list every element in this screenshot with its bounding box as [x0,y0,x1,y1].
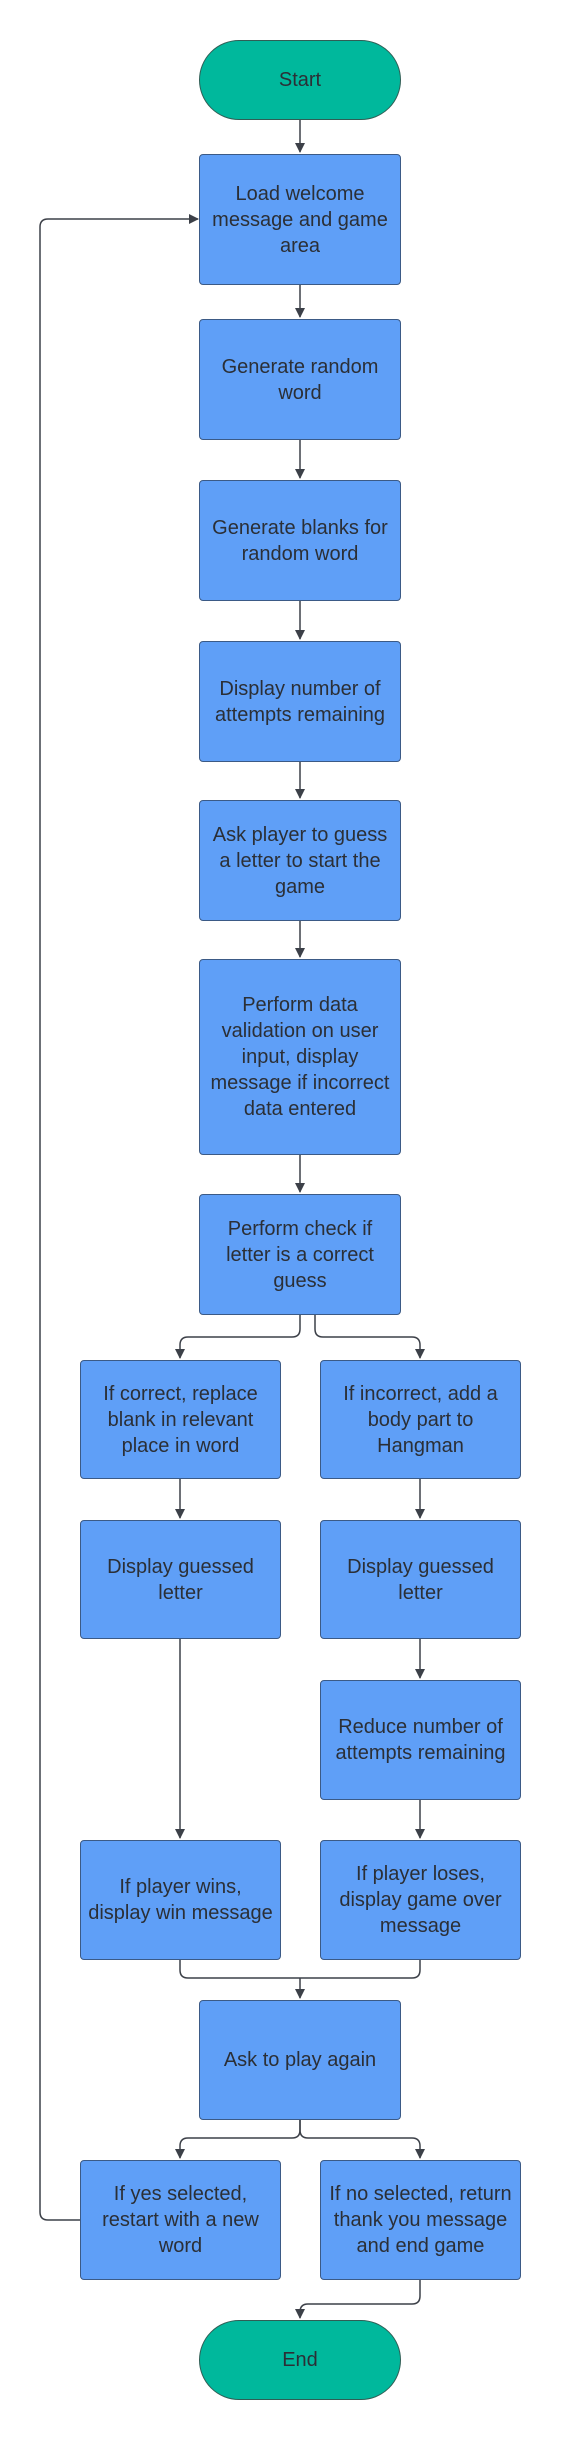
line-loses-merge [300,1960,421,1979]
display-attempts-label: Display number of attempts remaining [214,677,386,726]
if-incorrect-node: If incorrect, add a body part to Hangman [320,1360,521,1479]
play-again-label: Ask to play again [223,2049,377,2071]
if-incorrect-label: If incorrect, add a body part to Hangman [343,1382,498,1457]
validate-node: Perform data validation on user input, d… [199,959,401,1155]
display-guessed-right-node: Display guessed letter [320,1520,521,1639]
load-welcome-node: Load welcome message and game area [199,154,401,285]
display-guessed-left-label: Display guessed letter [107,1555,254,1604]
play-again-node: Ask to play again [199,2000,401,2120]
ask-guess-label: Ask player to guess a letter to start th… [212,823,388,898]
reduce-attempts-node: Reduce number of attempts remaining [320,1680,521,1800]
arrow-play-again-to-no [299,2120,425,2159]
player-loses-label: If player loses, display game over messa… [339,1863,502,1937]
arrow-yes-loop-to-load [39,214,199,2221]
arrow-check-to-incorrect [314,1315,425,1359]
check-label: Perform check if letter is a correct gue… [226,1217,374,1292]
end-node: End [199,2320,401,2400]
player-loses-node: If player loses, display game over messa… [320,1840,521,1960]
display-guessed-right-label: Display guessed letter [347,1555,494,1604]
arrow-play-again-to-yes [175,2120,301,2159]
generate-word-label: Generate random word [221,355,379,404]
yes-restart-label: If yes selected, restart with a new word [102,2183,259,2257]
load-welcome-label: Load welcome message and game area [212,182,388,257]
line-wins-merge [179,1960,300,1979]
validate-label: Perform data validation on user input, d… [210,994,390,1120]
no-end-node: If no selected, return thank you message… [320,2160,521,2280]
player-wins-node: If player wins, display win message [80,1840,281,1960]
start-label: Start [278,69,322,91]
ask-guess-node: Ask player to guess a letter to start th… [199,800,401,921]
end-label: End [282,2349,318,2371]
arrow-check-to-correct [175,1315,301,1359]
player-wins-label: If player wins, display win message [88,1876,273,1924]
reduce-attempts-label: Reduce number of attempts remaining [335,1716,506,1764]
if-correct-node: If correct, replace blank in relevant pl… [80,1360,281,1479]
generate-word-node: Generate random word [199,319,401,440]
yes-restart-node: If yes selected, restart with a new word [80,2160,281,2280]
no-end-label: If no selected, return thank you message… [329,2183,512,2257]
generate-blanks-node: Generate blanks for random word [199,480,401,601]
if-correct-label: If correct, replace blank in relevant pl… [103,1382,258,1457]
arrow-no-to-end [295,2280,421,2319]
check-node: Perform check if letter is a correct gue… [199,1194,401,1315]
display-attempts-node: Display number of attempts remaining [199,641,401,762]
start-node: Start [199,40,401,120]
generate-blanks-label: Generate blanks for random word [212,516,388,565]
display-guessed-left-node: Display guessed letter [80,1520,281,1639]
